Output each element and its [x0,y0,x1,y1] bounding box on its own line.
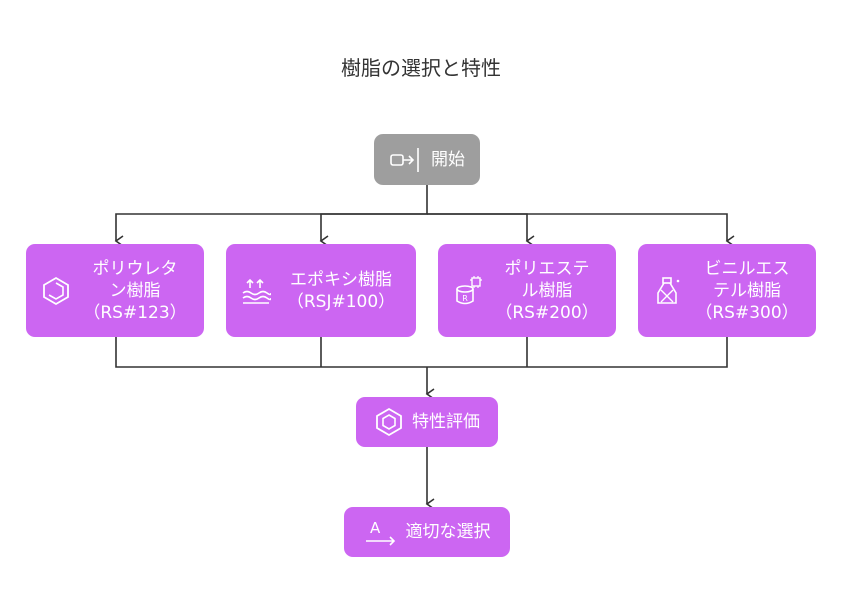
polyurethane-label-line-2: ン樹脂 [109,280,161,301]
database-chip-icon: R [448,275,488,306]
epoxy-node[interactable]: エポキシ樹脂 （RSJ#100） [226,244,416,337]
vinyl-ester-node[interactable]: ビニルエス テル樹脂 （RS#300） [638,244,816,337]
diagram-title: 樹脂の選択と特性 [341,56,501,80]
polyurethane-label-line-3: （RS#123） [83,302,187,323]
vinyl-ester-label-line-1: ビニルエス [704,258,790,279]
polyester-label-line-3: （RS#200） [495,302,599,323]
edge-resins-merge [115,337,728,368]
polyurethane-label-line-1: ポリウレタ [92,258,178,279]
text-arrow-icon: A [364,517,398,547]
vinyl-ester-label-line-2: テル樹脂 [713,280,781,301]
edge-start-to-vinyl-ester [427,213,735,247]
vinyl-ester-label-line-3: （RS#300） [695,302,799,323]
hexagon-badge-icon [374,407,404,437]
selection-node-label: 適切な選択 [405,522,491,542]
start-node[interactable]: 開始 [374,134,480,185]
polyurethane-node[interactable]: ポリウレタ ン樹脂 （RS#123） [26,244,204,337]
edge-start-to-polyurethane [114,185,428,247]
water-waves-icon [236,276,276,306]
polyester-node[interactable]: R ポリエステ ル樹脂 （RS#200） [438,244,616,337]
polyester-label-line-1: ポリエステ [504,258,590,279]
edge-start-to-polyester [427,213,535,247]
selection-node[interactable]: A 適切な選択 [344,507,510,557]
epoxy-label-line-2: （RSJ#100） [286,291,396,312]
start-node-label: 開始 [431,149,465,170]
svg-text:A: A [370,519,381,537]
edge-start-to-epoxy [319,213,427,247]
evaluation-node-label: 特性評価 [412,412,480,432]
bottle-icon [648,276,688,306]
hexagon-icon [36,276,76,306]
svg-text:R: R [462,294,468,303]
evaluation-node[interactable]: 特性評価 [356,397,498,447]
login-arrow-icon [389,147,423,173]
polyester-label-line-2: ル樹脂 [521,280,573,301]
epoxy-label-line-1: エポキシ樹脂 [290,269,392,290]
